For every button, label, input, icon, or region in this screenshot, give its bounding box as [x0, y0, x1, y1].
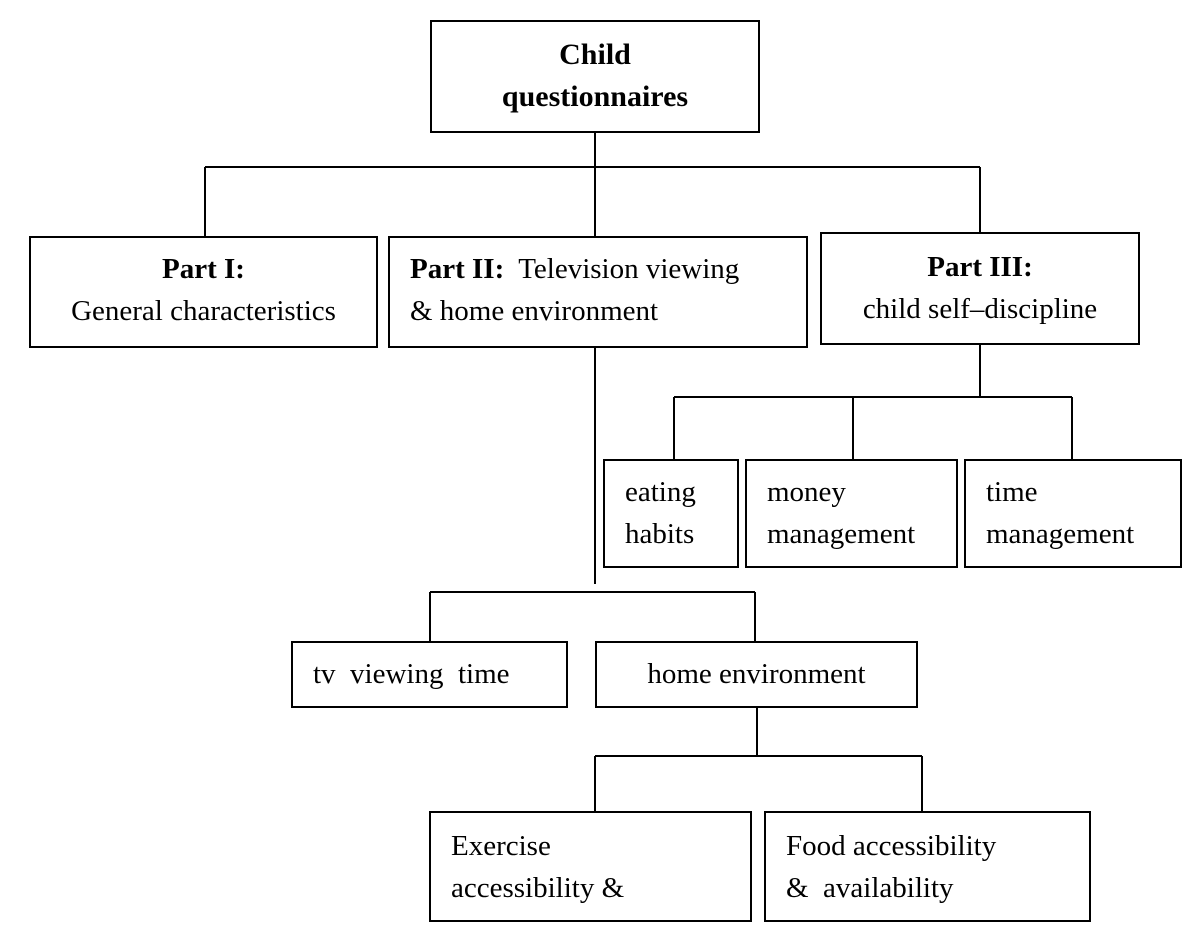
- home-label: home environment: [647, 658, 866, 690]
- root-line1: Child: [559, 38, 631, 71]
- root-node: Child questionnaires: [430, 20, 760, 133]
- root-line2: questionnaires: [501, 80, 689, 113]
- part2-node: Part II: Television viewing & home envir…: [388, 236, 808, 348]
- time-line1: time: [986, 476, 1038, 508]
- part3-node: Part III: child self–discipline: [820, 232, 1140, 345]
- exercise-line1: Exercise: [451, 830, 551, 862]
- home-environment-node: home environment: [595, 641, 918, 708]
- tv-viewing-time-node: tv viewing time: [291, 641, 568, 708]
- money-management-node: money management: [745, 459, 958, 568]
- food-line1: Food accessibility: [786, 830, 997, 862]
- part1-node: Part I: General characteristics: [29, 236, 378, 348]
- part2-line2: & home environment: [410, 295, 659, 327]
- exercise-line2: accessibility &: [451, 872, 625, 904]
- time-management-node: time management: [964, 459, 1182, 568]
- part3-title: Part III:: [927, 251, 1033, 283]
- exercise-accessibility-node: Exercise accessibility &: [429, 811, 752, 922]
- part1-title: Part I:: [162, 253, 245, 285]
- time-line2: management: [986, 518, 1135, 550]
- money-line1: money: [767, 476, 846, 508]
- eating-habits-node: eating habits: [603, 459, 739, 568]
- part2-title-rest: Television viewing: [518, 253, 740, 285]
- part2-title: Part II:: [410, 253, 505, 285]
- eating-line1: eating: [625, 476, 696, 508]
- eating-line2: habits: [625, 518, 695, 550]
- food-line2: & availability: [786, 872, 954, 904]
- tv-label: tv viewing time: [313, 658, 510, 690]
- money-line2: management: [767, 518, 916, 550]
- part1-subtitle: General characteristics: [71, 295, 336, 327]
- part3-subtitle: child self–discipline: [862, 293, 1098, 325]
- food-accessibility-node: Food accessibility & availability: [764, 811, 1091, 922]
